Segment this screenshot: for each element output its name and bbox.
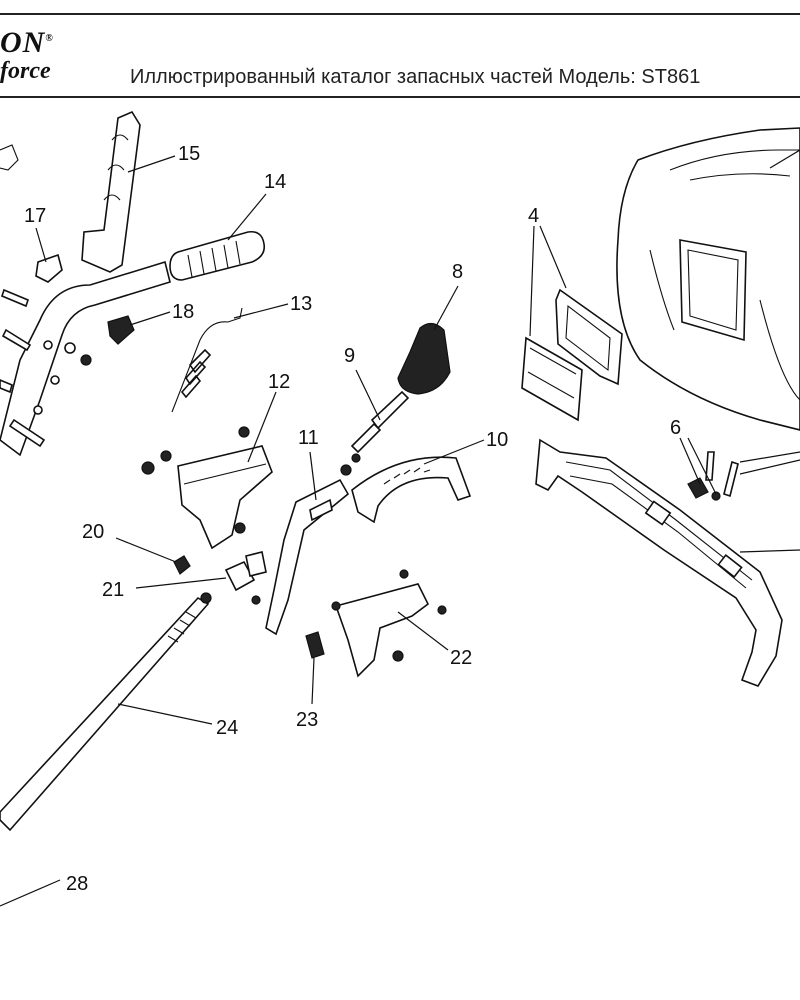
page-title: Иллюстрированный каталог запасных частей… [130,66,701,88]
callout-6: 6 [670,417,681,439]
part-23-spring: 23 [296,631,325,731]
callout-13: 13 [290,293,312,315]
callout-8: 8 [452,261,463,283]
brand-logo-top: ON® [0,26,54,59]
part-28: 28 [0,873,88,907]
part-10-quadrant: 10 [351,429,508,524]
part-13-spring: 13 [171,293,312,413]
part-22-plate: 22 [331,569,472,678]
part-14-grip: 14 [169,171,286,281]
brand-logo-tagline: force [0,58,51,84]
handle-tube [0,144,171,457]
part-20: 20 [82,521,191,575]
callout-17: 17 [24,205,46,227]
callout-4: 4 [528,205,539,227]
part-9-shaft: 9 [340,345,410,476]
callout-10: 10 [486,429,508,451]
part-8-knob: 8 [397,261,463,395]
callout-28: 28 [66,873,88,895]
part-21: 21 [102,551,267,605]
part-17: 17 [24,205,63,283]
registered-mark: ® [45,33,54,44]
part-15-bracket: 15 [81,110,200,273]
engine-housing [616,127,800,431]
exploded-parts-diagram: 15 14 17 18 13 12 20 [0,110,800,907]
callout-21: 21 [102,579,124,601]
part-4-panels: 4 [521,205,623,422]
header-top-border [0,13,800,15]
frame-bracket [535,438,800,687]
callout-14: 14 [264,171,286,193]
callout-12: 12 [268,371,290,393]
callout-20: 20 [82,521,104,543]
callout-23: 23 [296,709,318,731]
part-12-plate: 12 [141,371,290,550]
callout-24: 24 [216,717,238,739]
callout-22: 22 [450,647,472,669]
header-bottom-border [0,96,800,98]
callout-9: 9 [344,345,355,367]
part-18: 18 [107,301,194,345]
part-24-rod: 24 [0,592,238,832]
part-6-bolts: 6 [670,417,800,501]
callout-11: 11 [298,427,319,449]
callout-18: 18 [172,301,194,323]
callout-15: 15 [178,143,200,165]
left-bolts [0,288,92,448]
part-11-lever: 11 [265,427,350,636]
